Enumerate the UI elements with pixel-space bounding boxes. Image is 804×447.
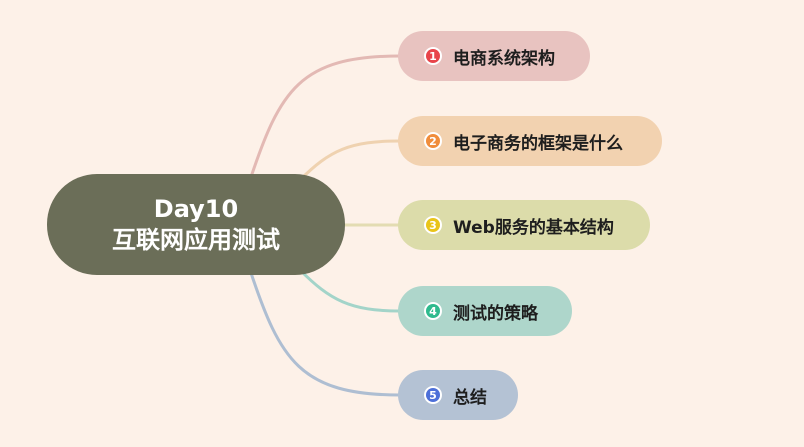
branch-topic-3[interactable]: 3 Web服务的基本结构 — [398, 200, 650, 250]
branch-topic-1[interactable]: 1 电商系统架构 — [398, 31, 590, 81]
connector-2 — [298, 139, 401, 182]
number-1-icon: 1 — [424, 47, 442, 65]
branch-topic-4[interactable]: 4 测试的策略 — [398, 286, 572, 336]
number-5-icon: 5 — [424, 386, 442, 404]
number-2-icon: 2 — [424, 132, 442, 150]
branch-label: 总结 — [453, 387, 487, 408]
number-4-icon: 4 — [424, 302, 442, 320]
connector-5 — [248, 269, 401, 397]
branch-topic-5[interactable]: 5 总结 — [398, 370, 518, 420]
branch-label: Web服务的基本结构 — [453, 217, 614, 238]
branch-label: 电商系统架构 — [453, 48, 555, 69]
branch-label: 测试的策略 — [453, 303, 538, 324]
connector-1 — [248, 54, 401, 181]
central-topic-title: Day10 — [153, 194, 239, 223]
branch-label: 电子商务的框架是什么 — [453, 133, 623, 154]
central-topic[interactable]: Day10 互联网应用测试 — [47, 174, 345, 275]
central-topic-subtitle: 互联网应用测试 — [112, 225, 280, 254]
branch-topic-2[interactable]: 2 电子商务的框架是什么 — [398, 116, 662, 166]
connector-4 — [298, 268, 401, 313]
number-3-icon: 3 — [424, 216, 442, 234]
